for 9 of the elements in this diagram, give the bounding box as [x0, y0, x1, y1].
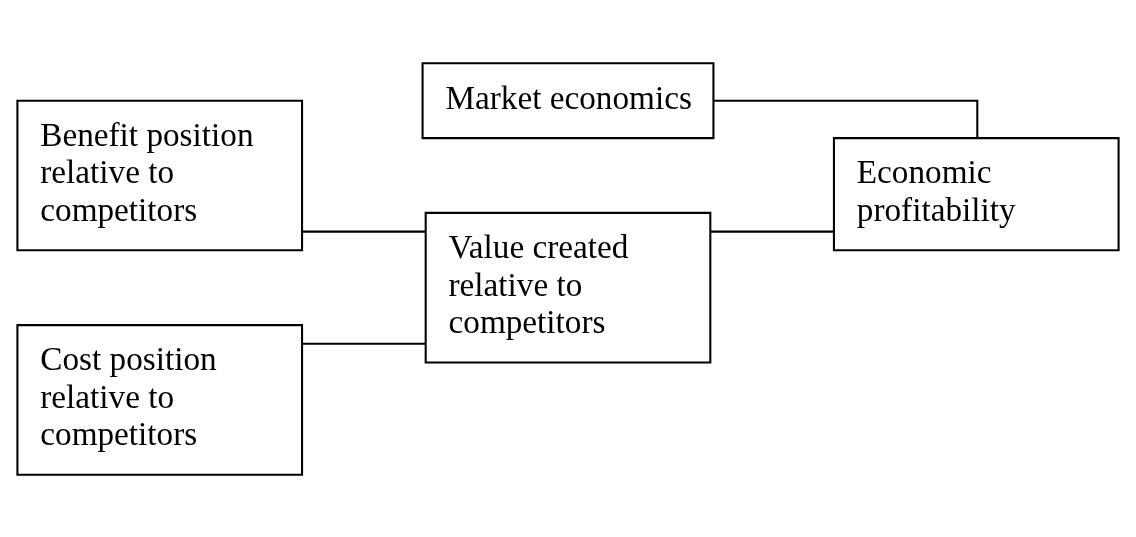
node-box: Market economics [421, 61, 715, 139]
connector [710, 230, 834, 233]
node-box: Value created relative to competitors [424, 211, 712, 364]
connector [302, 342, 426, 345]
connector [713, 99, 979, 138]
node-box: Economic profitability [832, 136, 1120, 251]
node-box: Cost position relative to competitors [16, 323, 304, 476]
node-box: Benefit position relative to competitors [16, 99, 304, 251]
connector [302, 230, 426, 233]
